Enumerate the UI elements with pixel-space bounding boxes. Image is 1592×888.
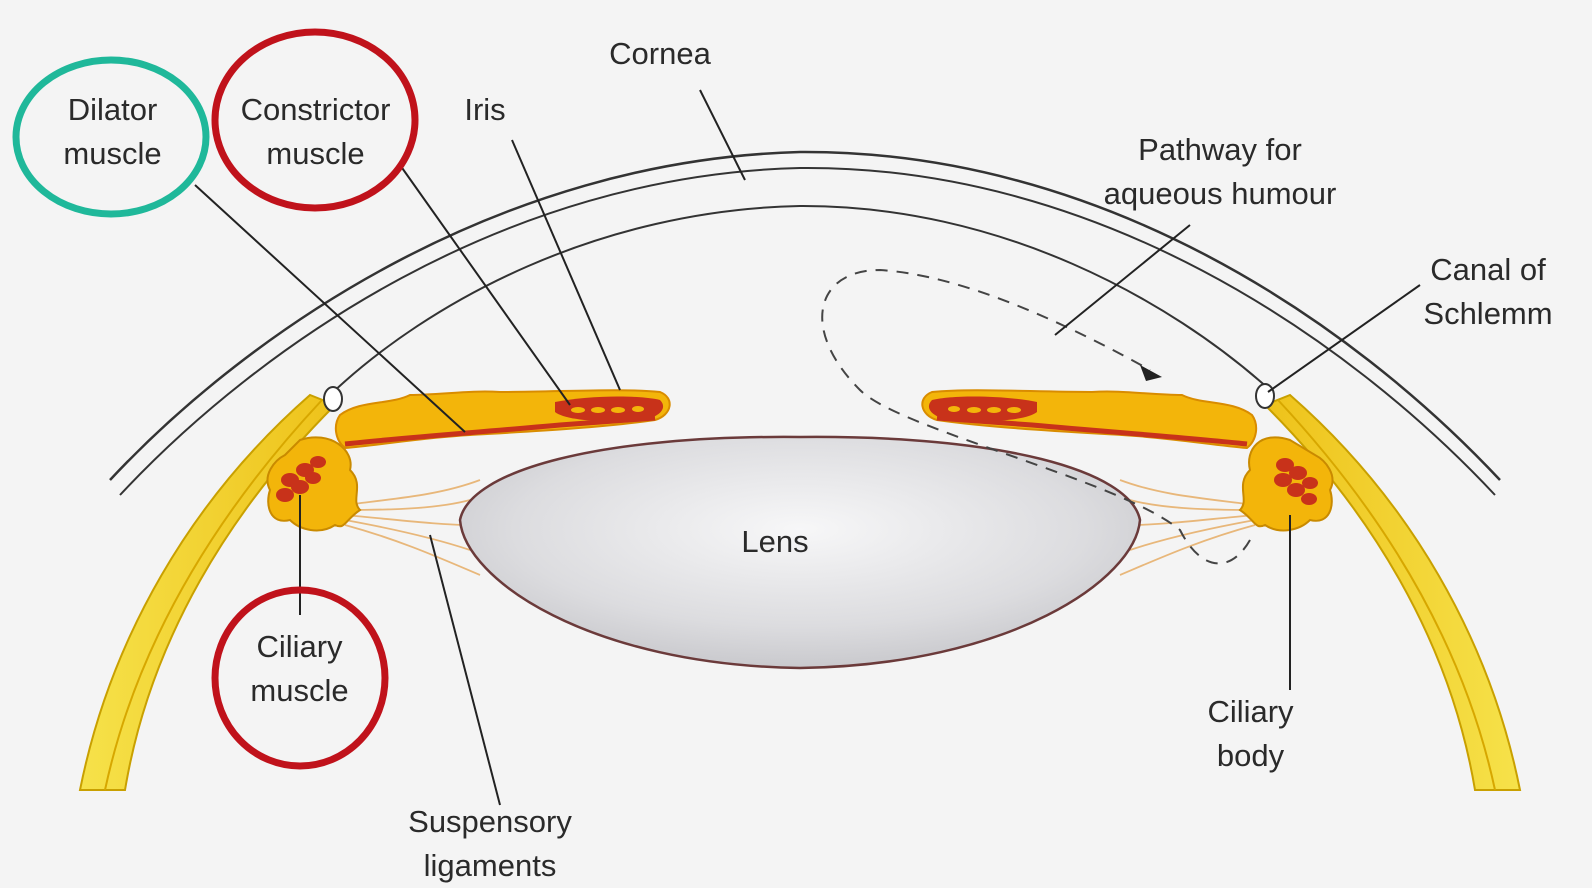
pathway-arrowhead: [1140, 365, 1162, 381]
label-canal-line1: Canal of: [1408, 248, 1568, 292]
constrictor-muscle-left: [555, 396, 663, 421]
label-pathway-aqueous: Pathway for aqueous humour: [1080, 128, 1360, 216]
label-ciliary-body-line2: body: [1193, 734, 1308, 778]
label-ciliary-muscle: Ciliary muscle: [237, 625, 362, 713]
label-ciliary-muscle-line1: Ciliary: [237, 625, 362, 669]
cornea-inner: [330, 206, 1270, 395]
label-canal-line2: Schlemm: [1408, 292, 1568, 336]
label-cornea-text: Cornea: [590, 32, 730, 76]
canal-left: [324, 387, 342, 411]
label-constrictor-line2: muscle: [223, 132, 408, 176]
label-ciliary-body-line1: Ciliary: [1193, 690, 1308, 734]
label-lens: Lens: [725, 520, 825, 564]
label-constrictor-muscle: Constrictor muscle: [223, 88, 408, 176]
label-suspensory-line2: ligaments: [385, 844, 595, 888]
label-dilator-line2: muscle: [40, 132, 185, 176]
label-ciliary-muscle-line2: muscle: [237, 669, 362, 713]
label-canal-of-schlemm: Canal of Schlemm: [1408, 248, 1568, 336]
canal-right: [1256, 384, 1274, 408]
label-lens-text: Lens: [725, 520, 825, 564]
label-cornea: Cornea: [590, 32, 730, 76]
label-ciliary-body: Ciliary body: [1193, 690, 1308, 778]
label-constrictor-line1: Constrictor: [223, 88, 408, 132]
label-dilator-muscle: Dilator muscle: [40, 88, 185, 176]
label-dilator-line1: Dilator: [40, 88, 185, 132]
label-iris: Iris: [455, 88, 515, 132]
label-pathway-line1: Pathway for: [1080, 128, 1360, 172]
label-suspensory-ligaments: Suspensory ligaments: [385, 800, 595, 888]
constrictor-muscle-right: [929, 396, 1037, 421]
label-iris-text: Iris: [455, 88, 515, 132]
label-pathway-line2: aqueous humour: [1080, 172, 1360, 216]
label-suspensory-line1: Suspensory: [385, 800, 595, 844]
